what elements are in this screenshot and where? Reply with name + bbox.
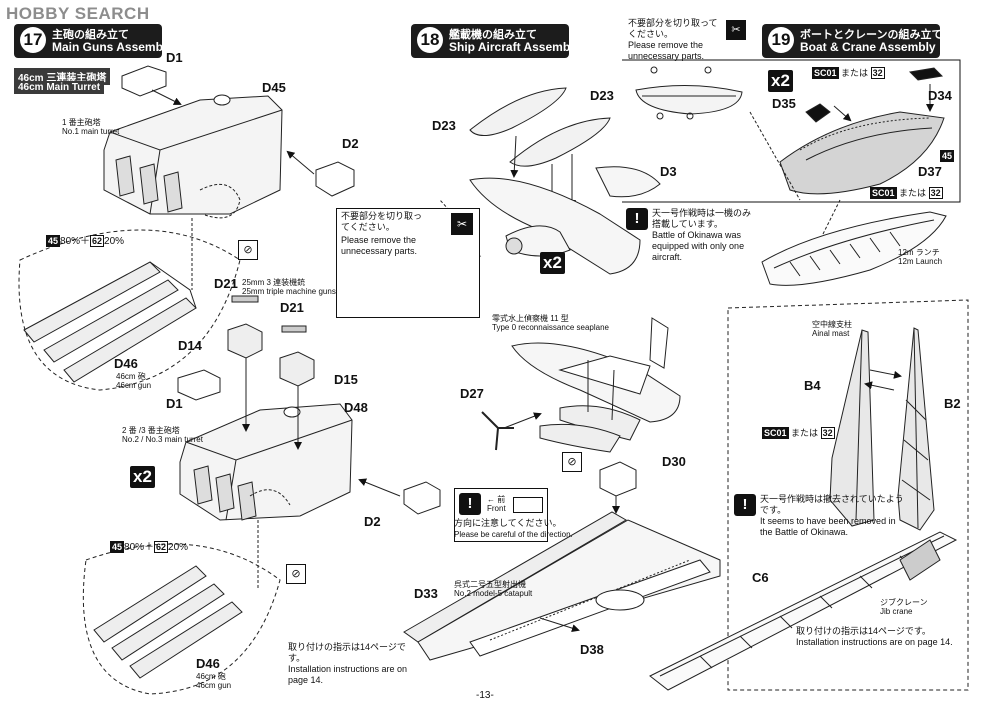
turret-no1-drawing [103, 94, 283, 219]
seaplane-top-drawing [469, 166, 661, 275]
page-number: -13- [476, 690, 494, 701]
step-number: 18 [417, 27, 443, 53]
install-note-17: 取り付けの指示は14ページです。Installation instruction… [288, 642, 408, 685]
no-glue-icon-18: ⊘ [562, 452, 582, 472]
step-number: 17 [20, 27, 46, 53]
no-glue-icon-2: ⊘ [286, 564, 306, 584]
part-label-c6: C6 [752, 570, 769, 585]
type0-seaplane-drawing [511, 317, 681, 453]
gun-barrels-2 [82, 520, 281, 695]
part-label-d30: D30 [662, 454, 686, 469]
part-label-d15: D15 [334, 372, 358, 387]
part-label-d46: D46 [114, 356, 138, 371]
part-label-b4: B4 [804, 378, 821, 393]
paint-45-badge: 45 [940, 150, 955, 162]
jib-crane-drawing [649, 531, 958, 691]
paint-label-mast: SC01 または 32 [762, 427, 835, 439]
part-label-d33: D33 [414, 586, 438, 601]
direction-note: 方向に注意してください。 Please be careful of the di… [454, 518, 573, 539]
step-title-jp: 艦載機の組み立て [449, 29, 537, 41]
launch-12m-drawing [761, 211, 947, 286]
part-label-d23-a: D23 [432, 118, 456, 133]
install-note-19: 取り付けの指示は14ページです。Installation instruction… [796, 626, 953, 647]
part-label-d14: D14 [178, 338, 202, 353]
paint-label-boat: SC01 または 32 [812, 67, 885, 79]
mast-b2-drawing [897, 327, 935, 531]
main-turret-subheading-jp: 46cm 三連装主砲塔 [14, 68, 111, 85]
part-label-d3: D3 [660, 164, 677, 179]
no-glue-icon: ⊘ [238, 240, 258, 260]
part-label-d1: D1 [166, 50, 183, 65]
part-label-b2: B2 [944, 396, 961, 411]
cut-icon-19: ✂ [726, 20, 746, 40]
watermark: HOBBY SEARCH [6, 4, 150, 23]
part-label-d21: D21 [214, 276, 238, 291]
step-title-jp: 主砲の組み立て [52, 29, 129, 41]
boat-small-drawing [635, 66, 743, 120]
step-19-header: 19 ボートとクレーンの組み立て Boat & Crane Assembly [762, 24, 943, 58]
step-18-header: 18 艦載機の組み立て Ship Aircraft Assembly [411, 24, 580, 58]
quantity-x2-badge-19: x2 [768, 70, 793, 92]
turret-no23-drawing [179, 403, 353, 521]
remove-parts-callout-18: 不要部分を切り取ってください。 Please remove the unnece… [336, 208, 480, 318]
part-label-d38: D38 [580, 642, 604, 657]
boat-large-drawing [779, 111, 945, 195]
part-label-d23-b: D23 [590, 88, 614, 103]
attention-icon: ! [626, 208, 648, 230]
mast-b4-drawing [829, 329, 875, 527]
step-number: 19 [768, 27, 794, 53]
attention-icon-2: ! [459, 493, 481, 515]
okinawa-note-18: ! 天一号作戦時は一機のみ搭載しています。 Battle of Okinawa … [626, 208, 756, 263]
part-label-d35: D35 [772, 96, 796, 111]
part-label-d37: D37 [918, 164, 942, 179]
part-label-d2: D2 [342, 136, 359, 151]
part-label-d46-b: D46 [196, 656, 220, 671]
quantity-x2-badge-18: x2 [540, 252, 565, 274]
cut-icon: ✂ [451, 213, 473, 235]
float-parts [469, 87, 611, 208]
part-label-d2-b: D2 [364, 514, 381, 529]
attention-icon-3: ! [734, 494, 756, 516]
part-label-d34: D34 [928, 88, 952, 103]
step-title-en: Main Guns Assembly [52, 40, 173, 54]
step-title-en: Boat & Crane Assembly [800, 40, 936, 54]
step-title-en: Ship Aircraft Assembly [449, 40, 581, 54]
main-turret-subheading-en: 46cm Main Turret [14, 81, 105, 94]
part-label-d48: D48 [344, 400, 368, 415]
quantity-x2-badge: x2 [130, 466, 155, 488]
part-label-d27: D27 [460, 386, 484, 401]
removed-note-19: ! 天一号作戦時は撤去されていたようです。 It seems to have b… [734, 494, 904, 538]
step-title-jp: ボートとクレーンの組み立て [800, 29, 943, 41]
part-label-d45: D45 [262, 80, 286, 95]
remove-parts-text-en: Please remove the unnecessary parts. [341, 235, 418, 256]
part-label-d1-b: D1 [166, 396, 183, 411]
catapult-direction-icon [513, 497, 543, 513]
part-label-d21-b: D21 [280, 300, 304, 315]
catapult-drawing [403, 511, 721, 661]
step-17-header: 17 主砲の組み立て Main Guns Assembly [14, 24, 173, 58]
gun-barrels-1 [18, 218, 241, 391]
remove-parts-callout-19: 不要部分を切り取って ください。Please remove the unnece… [628, 18, 718, 61]
paint-label-boat-2: SC01 または 32 [870, 187, 943, 199]
remove-parts-text: 不要部分を切り取ってください。 [341, 211, 423, 232]
